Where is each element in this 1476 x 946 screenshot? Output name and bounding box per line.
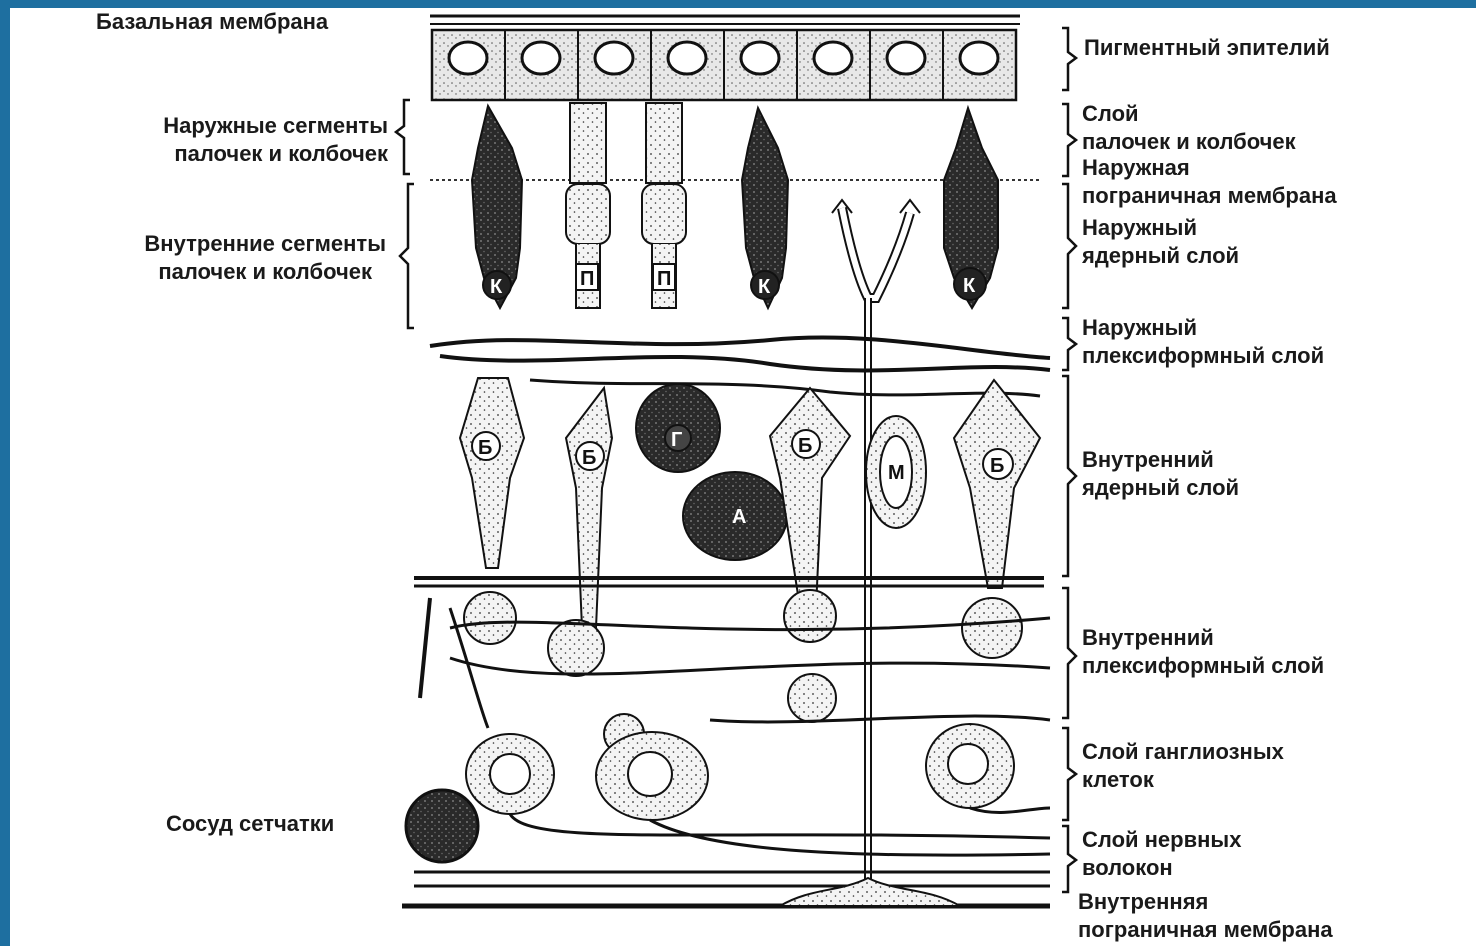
- label-nerve-fibers-line2: волокон: [1082, 854, 1241, 882]
- cone-letter: К: [758, 276, 771, 298]
- label-retinal-vessel: Сосуд сетчатки: [166, 810, 334, 838]
- bipolar-letter: Б: [478, 437, 492, 459]
- label-inner-segments-line2: палочек и колбочек: [80, 258, 386, 286]
- label-ganglion-layer: Слой ганглиозных клеток: [1082, 738, 1284, 794]
- bipolar-letter: Б: [798, 435, 812, 457]
- muller-letter: М: [888, 462, 905, 484]
- amacrine-letter: А: [732, 506, 746, 528]
- label-outer-segments: Наружные сегменты палочек и колбочек: [102, 112, 388, 168]
- label-outer-plexiform-layer: Наружный плексиформный слой: [1082, 314, 1324, 370]
- label-rods-cones-layer: Слой палочек и колбочек: [1082, 100, 1296, 156]
- label-nerve-fibers-line1: Слой нервных: [1082, 826, 1241, 854]
- bipolar-letter: Б: [990, 455, 1004, 477]
- label-outer-nuclear-line1: Наружный: [1082, 214, 1239, 242]
- label-inner-segments: Внутренние сегменты палочек и колбочек: [80, 230, 386, 286]
- outer-plexiform-fibers: [430, 338, 1050, 396]
- label-ganglion-line1: Слой ганглиозных: [1082, 738, 1284, 766]
- figure-frame: К П П К К Б Б Г А Б М Б Базальная мембра…: [10, 8, 1476, 946]
- inner-limiting-membrane: [402, 878, 1050, 906]
- label-outer-limiting-line2: пограничная мембрана: [1082, 182, 1337, 210]
- label-inner-limiting-line2: пограничная мембрана: [1078, 916, 1333, 944]
- label-inner-nuclear-layer: Внутренний ядерный слой: [1082, 446, 1239, 502]
- label-rods-cones-line1: Слой: [1082, 100, 1296, 128]
- label-pigment-epithelium: Пигментный эпителий: [1084, 34, 1330, 62]
- rod-letter: П: [580, 268, 594, 290]
- rod-letter: П: [657, 268, 671, 290]
- label-inner-limiting-membrane: Внутренняя пограничная мембрана: [1078, 888, 1333, 944]
- label-outer-limiting-membrane: Наружная пограничная мембрана: [1082, 154, 1337, 210]
- label-outer-plexiform-line1: Наружный: [1082, 314, 1324, 342]
- label-rods-cones-line2: палочек и колбочек: [1082, 128, 1296, 156]
- label-inner-plexiform-layer: Внутренний плексиформный слой: [1082, 624, 1324, 680]
- label-outer-nuclear-layer: Наружный ядерный слой: [1082, 214, 1239, 270]
- label-outer-segments-line2: палочек и колбочек: [102, 140, 388, 168]
- label-outer-plexiform-line2: плексиформный слой: [1082, 342, 1324, 370]
- label-inner-plexiform-line1: Внутренний: [1082, 624, 1324, 652]
- label-basal-membrane: Базальная мембрана: [96, 8, 328, 36]
- label-inner-limiting-line1: Внутренняя: [1078, 888, 1333, 916]
- label-outer-limiting-line1: Наружная: [1082, 154, 1337, 182]
- label-inner-segments-line1: Внутренние сегменты: [80, 230, 386, 258]
- label-outer-nuclear-line2: ядерный слой: [1082, 242, 1239, 270]
- label-inner-nuclear-line2: ядерный слой: [1082, 474, 1239, 502]
- label-inner-nuclear-line1: Внутренний: [1082, 446, 1239, 474]
- label-outer-segments-line1: Наружные сегменты: [102, 112, 388, 140]
- retinal-vessel: [406, 790, 478, 862]
- label-inner-plexiform-line2: плексиформный слой: [1082, 652, 1324, 680]
- cone-letter: К: [490, 276, 503, 298]
- bipolar-letter: Б: [582, 447, 596, 469]
- pigment-epithelium: [430, 16, 1020, 100]
- cone-letter: К: [963, 275, 976, 297]
- horizontal-letter: Г: [671, 429, 682, 451]
- label-nerve-fiber-layer: Слой нервных волокон: [1082, 826, 1241, 882]
- label-ganglion-line2: клеток: [1082, 766, 1284, 794]
- inner-nuclear-cells: [460, 378, 1040, 628]
- inner-plexiform-boundary: [414, 578, 1044, 586]
